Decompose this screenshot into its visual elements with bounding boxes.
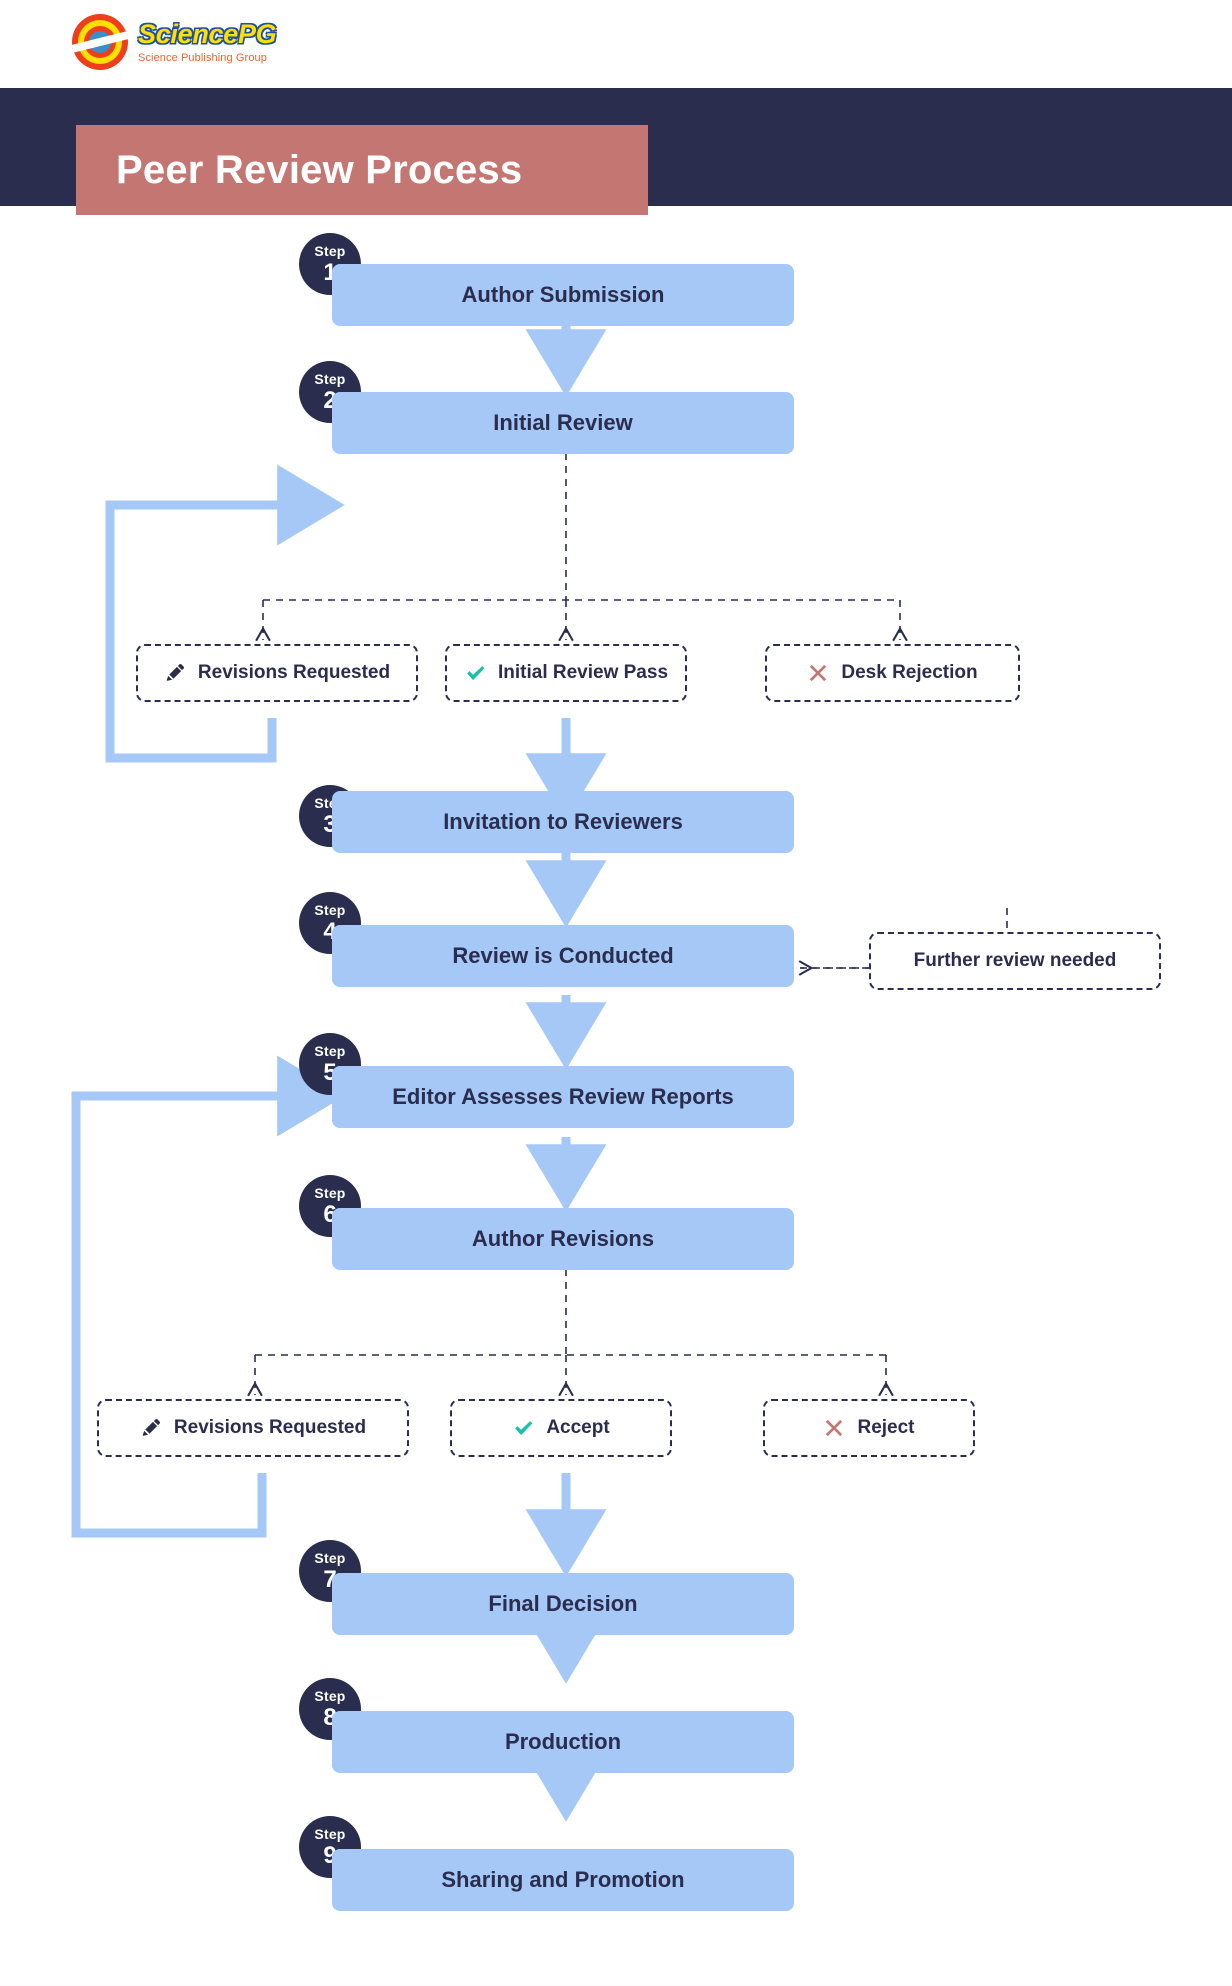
step-label-7: Final Decision [488, 1591, 638, 1616]
outcome-label: Revisions Requested [173, 1417, 367, 1438]
step-badge-word: Step [314, 1184, 346, 1201]
note-further-review-needed[interactable]: Further review needed [869, 932, 1161, 990]
logo-bar: SciencePG Science Publishing Group [0, 0, 1232, 88]
step-badge-word: Step [314, 1687, 346, 1704]
step-box-3[interactable]: Invitation to Reviewers [332, 791, 794, 853]
check-icon [515, 1421, 533, 1436]
step-box-9[interactable]: Sharing and Promotion [332, 1849, 794, 1911]
pencil-icon [166, 663, 184, 681]
outcome-revisions-requested-1[interactable]: Revisions Requested [136, 644, 418, 702]
step-label-3: Invitation to Reviewers [443, 809, 683, 834]
cross-icon [810, 664, 827, 682]
outcome-label: Desk Rejection [841, 662, 978, 683]
page-title: Peer Review Process [116, 147, 523, 192]
step-label-1: Author Submission [461, 282, 665, 307]
outcome-accept[interactable]: Accept [450, 1399, 672, 1457]
outcome-revisions-requested-2[interactable]: Revisions Requested [97, 1399, 409, 1457]
step-badge-7: Step 7 [299, 1540, 361, 1602]
step-label-5: Editor Assesses Review Reports [392, 1084, 734, 1109]
step-label-9: Sharing and Promotion [441, 1867, 685, 1892]
outcome-reject[interactable]: Reject [763, 1399, 975, 1457]
step-badge-word: Step [314, 901, 346, 918]
step-box-7[interactable]: Final Decision [332, 1573, 794, 1635]
outcome-label: Revisions Requested [197, 662, 391, 683]
step-box-8[interactable]: Production [332, 1711, 794, 1773]
title-band: Peer Review Process [0, 88, 1232, 215]
step-badge-word: Step [314, 1825, 346, 1842]
page-title-box: Peer Review Process [76, 125, 648, 215]
brand-name: SciencePG [138, 18, 277, 49]
step-label-6: Author Revisions [471, 1226, 655, 1251]
outcome-label: Initial Review Pass [497, 662, 669, 683]
step-box-2[interactable]: Initial Review [332, 392, 794, 454]
cross-icon [826, 1419, 843, 1437]
outcome-label: Accept [546, 1417, 610, 1438]
step-label-8: Production [504, 1729, 622, 1754]
brand-tagline: Science Publishing Group [138, 51, 267, 64]
note-label: Further review needed [913, 950, 1117, 971]
step-box-5[interactable]: Editor Assesses Review Reports [332, 1066, 794, 1128]
outcome-desk-rejection[interactable]: Desk Rejection [765, 644, 1020, 702]
check-icon [467, 666, 485, 681]
step-box-6[interactable]: Author Revisions [332, 1208, 794, 1270]
step-label-4: Review is Conducted [452, 943, 674, 968]
step-badge-word: Step [314, 1042, 346, 1059]
step-badge-word: Step [314, 242, 346, 259]
pencil-icon [142, 1418, 160, 1436]
sciencepg-logo-icon [71, 14, 129, 70]
step-box-4[interactable]: Review is Conducted [332, 925, 794, 987]
step-label-2: Initial Review [493, 410, 633, 435]
brand-logo[interactable]: SciencePG Science Publishing Group [71, 14, 277, 70]
step-badge-word: Step [314, 370, 346, 387]
outcome-label: Reject [857, 1417, 915, 1438]
step-box-1[interactable]: Author Submission [332, 264, 794, 326]
outcome-initial-review-pass[interactable]: Initial Review Pass [445, 644, 687, 702]
step-badge-word: Step [314, 1549, 346, 1566]
